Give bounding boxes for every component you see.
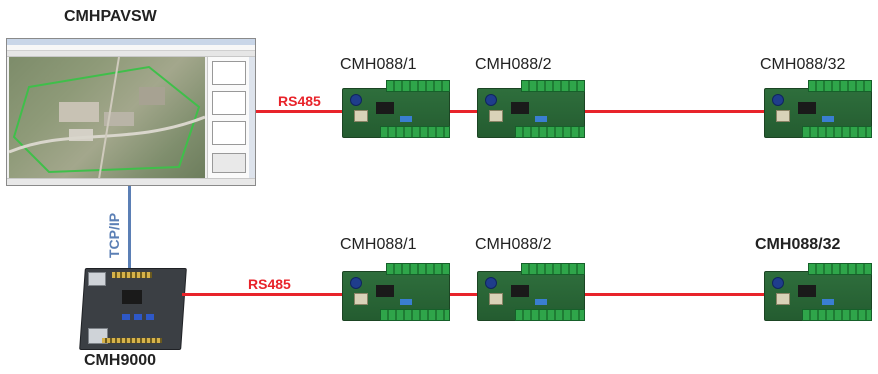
tcpip-link-line: [128, 186, 131, 268]
bottom-rs485-line-segment-1: [182, 293, 342, 296]
controller-label: CMH9000: [84, 352, 157, 369]
top-rs485-line-segment-2: [450, 110, 480, 113]
top-rs485-line-segment-3: [585, 110, 765, 113]
top-board-1: [340, 80, 452, 138]
tcpip-label: TCP/IP: [106, 212, 122, 258]
aerial-map-drawing: [9, 57, 205, 179]
bottom-board-label-1: CMH088/1: [340, 236, 417, 253]
top-board-label-2: CMH088/2: [475, 56, 552, 73]
window-titlebar: [7, 39, 255, 45]
bottom-board-label-2: CMH088/2: [475, 236, 552, 253]
bottom-board-3: [762, 263, 874, 321]
top-board-label-1: CMH088/1: [340, 56, 417, 73]
top-board-3: [762, 80, 874, 138]
top-board-label-3: CMH088/32: [760, 56, 846, 73]
software-label: CMHPAVSW: [64, 8, 157, 25]
bottom-rs485-line-segment-3: [585, 293, 765, 296]
software-screenshot: [6, 38, 256, 186]
top-rs485-label: RS485: [278, 93, 321, 109]
cmh9000-controller-image: [79, 268, 187, 350]
bottom-board-1: [340, 263, 452, 321]
window-tabbar: [7, 51, 255, 57]
top-rs485-line-segment-1: [256, 110, 342, 113]
bottom-rs485-line-segment-2: [450, 293, 480, 296]
bottom-board-2: [475, 263, 587, 321]
window-side-panel: [207, 57, 250, 179]
bottom-board-label-3: CMH088/32: [755, 236, 841, 253]
window-statusbar: [7, 178, 255, 185]
window-vertical-toolbar: [249, 57, 255, 179]
bottom-rs485-label: RS485: [248, 276, 291, 292]
window-menubar: [7, 45, 255, 51]
aerial-map-image: [9, 57, 205, 179]
top-board-2: [475, 80, 587, 138]
